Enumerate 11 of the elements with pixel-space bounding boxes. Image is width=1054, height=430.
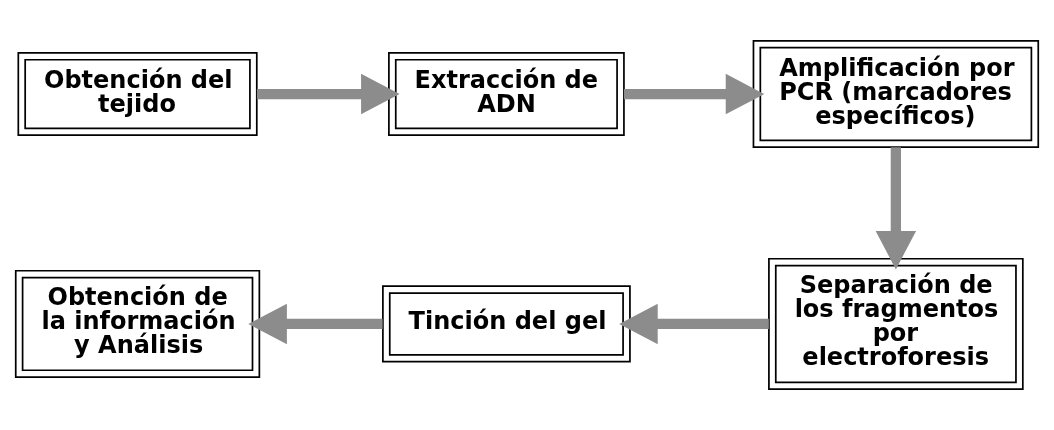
node-box: Obtención del tejido bbox=[17, 52, 258, 137]
node-box: Amplificación por PCR (marcadores específicos) bbox=[752, 40, 1040, 149]
node-box: Tinción del gel bbox=[382, 285, 631, 363]
arrow bbox=[619, 303, 769, 345]
arrow bbox=[256, 73, 400, 115]
arrow bbox=[875, 147, 917, 270]
node-box: Extracción de ADN bbox=[388, 52, 625, 137]
arrow bbox=[248, 303, 383, 345]
arrow bbox=[623, 73, 765, 115]
node-box: Separación de los fragmentos por electroforesis bbox=[768, 257, 1024, 390]
node-box: Obtención de la información y Análisis bbox=[14, 269, 261, 378]
